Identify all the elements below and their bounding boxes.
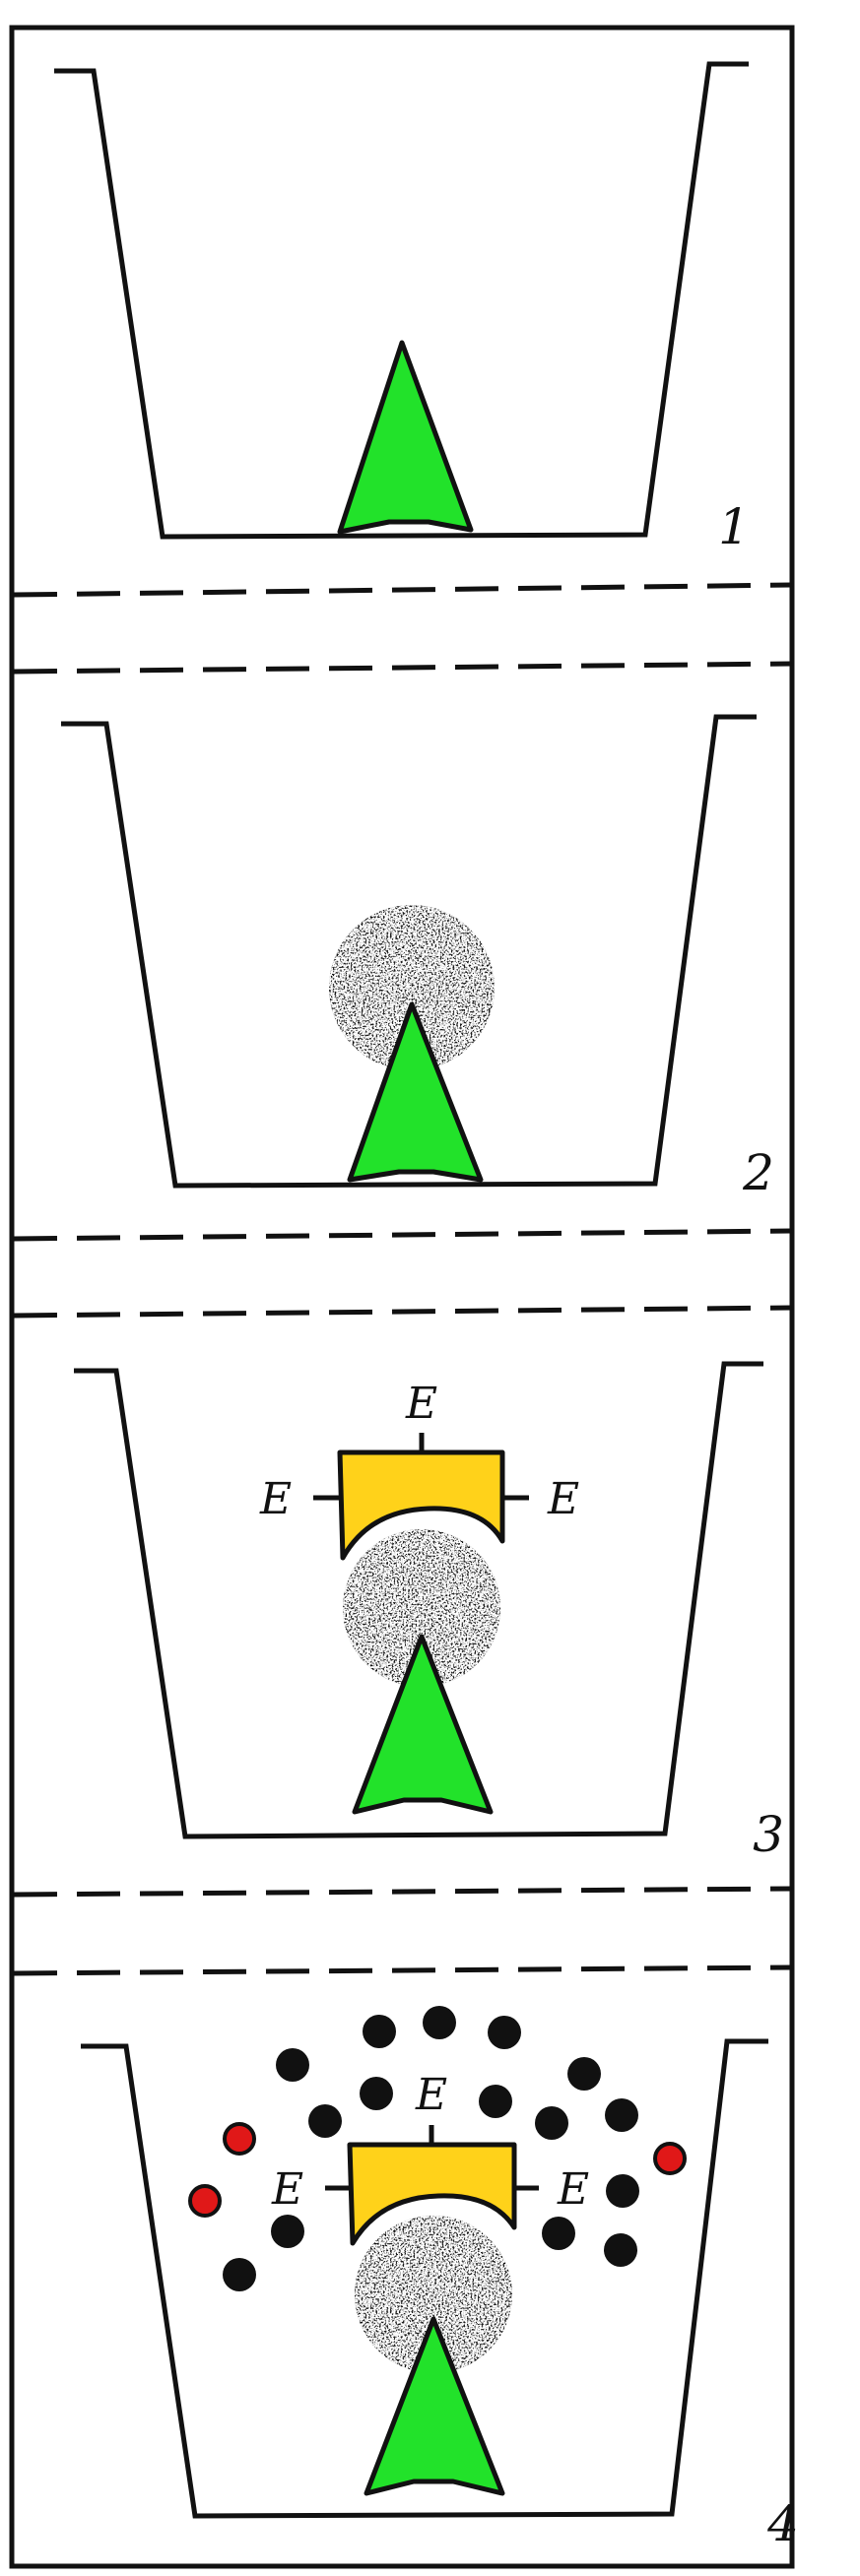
product-dot (535, 2106, 568, 2140)
product-dot (271, 2215, 304, 2248)
colored-products (188, 2122, 687, 2218)
red-product-dot (223, 2122, 256, 2156)
dash-line (13, 661, 793, 675)
dash-line (13, 1964, 793, 1976)
product-dot (308, 2104, 342, 2138)
dash-line (13, 1305, 793, 1319)
product-dot (604, 2233, 637, 2267)
step-number: 2 (742, 1144, 774, 1201)
enzyme-ticks (313, 1433, 529, 1501)
step-number: 3 (753, 1806, 784, 1863)
well (54, 61, 749, 540)
enzyme-label-left: E (259, 1474, 292, 1524)
panel-2: 2 (61, 714, 774, 1201)
well (81, 2038, 768, 2519)
enzyme-label-left: E (271, 2164, 303, 2215)
well (61, 714, 757, 1189)
panel-1: 1 (54, 61, 750, 555)
step-number: 1 (718, 498, 750, 555)
product-dot (423, 2006, 456, 2039)
enzyme-label-top: E (415, 2070, 447, 2120)
enzyme-ticks (325, 2125, 539, 2191)
product-dot (223, 2258, 256, 2291)
separators (13, 582, 793, 1976)
enzyme-label-right: E (547, 1474, 579, 1524)
step-number: 4 (766, 2495, 799, 2552)
panel-3: E E E 3 (74, 1361, 784, 1863)
antigen-triangle (347, 1001, 484, 1183)
enzyme-label-top: E (405, 1379, 437, 1429)
outer-frame (9, 25, 795, 2569)
product-dot (567, 2057, 601, 2091)
product-dot (276, 2048, 309, 2082)
enzyme-block (347, 2142, 517, 2246)
product-dot (606, 2174, 639, 2208)
product-dot (479, 2085, 512, 2118)
product-dot (605, 2098, 638, 2132)
dash-line (13, 1228, 793, 1242)
product-dot (542, 2217, 575, 2250)
red-product-dot (188, 2184, 222, 2218)
red-product-dot (653, 2142, 687, 2175)
enzyme-label-right: E (557, 2164, 589, 2215)
panel-4: E E E 4 (81, 2006, 799, 2552)
product-dot (488, 2016, 521, 2049)
dash-line (13, 582, 793, 598)
antigen-triangle (352, 1634, 494, 1815)
well (74, 1361, 763, 1839)
antigen-triangle (337, 340, 474, 535)
reaction-products (223, 2006, 639, 2291)
product-dot (360, 2077, 393, 2110)
product-dot (363, 2015, 396, 2048)
antigen-triangle (364, 2316, 505, 2496)
enzyme-block (337, 1449, 505, 1561)
dash-line (13, 1886, 793, 1898)
